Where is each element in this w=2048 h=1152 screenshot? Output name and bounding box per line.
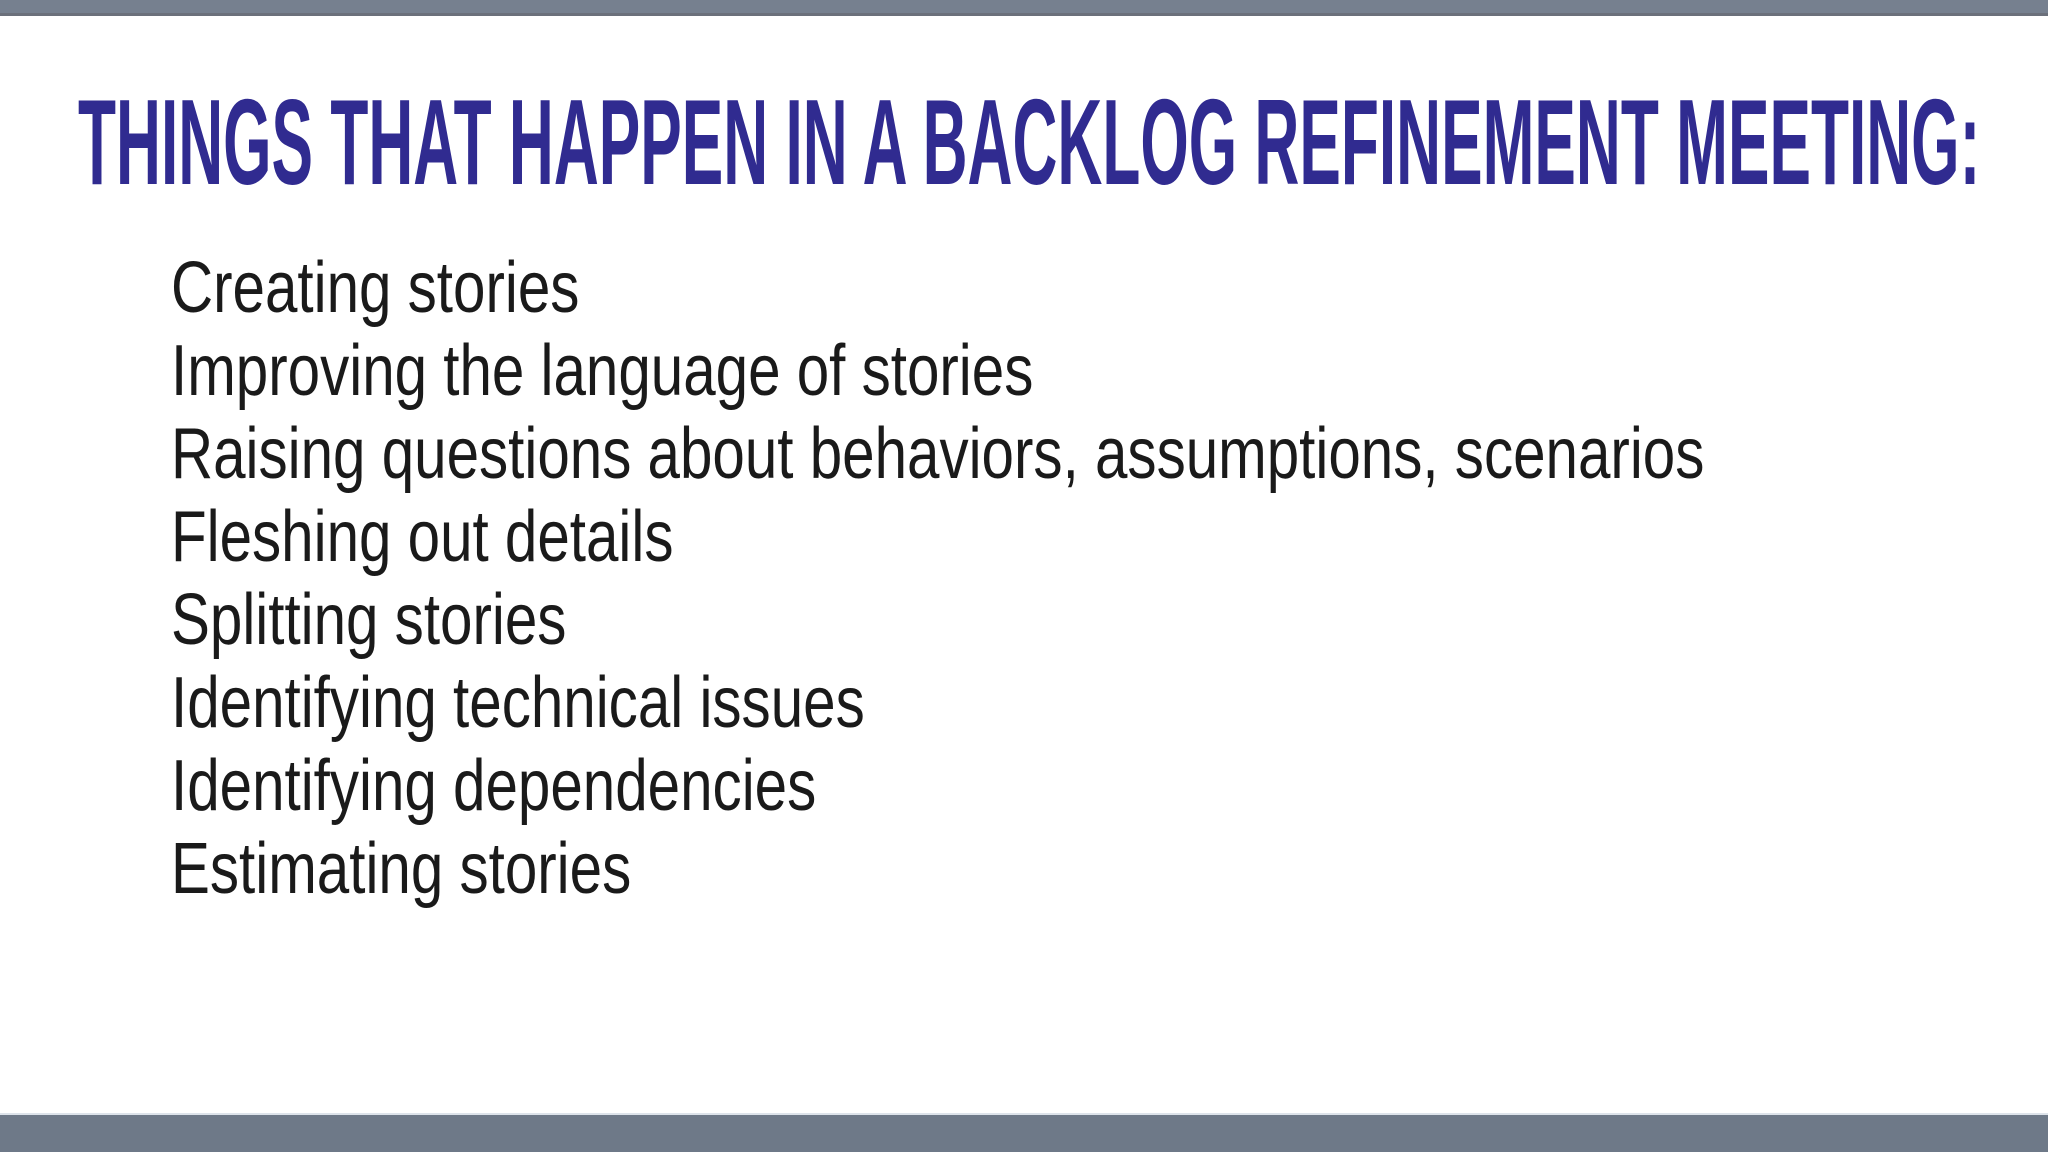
activity-list: Creating stories Improving the language … [171, 247, 2048, 911]
list-item-text: Identifying technical issues [171, 663, 865, 743]
list-item-text: Estimating stories [171, 829, 632, 909]
bottom-border-bar [0, 1113, 2048, 1152]
list-item: Raising questions about behaviors, assum… [171, 413, 2048, 496]
top-border-bar [0, 0, 2048, 16]
list-item: Identifying dependencies [171, 745, 2048, 828]
list-item-text: Identifying dependencies [171, 746, 817, 826]
slide-title-text: THINGS THAT HAPPEN IN A BACKLOG REFINEME… [78, 74, 1981, 210]
slide-title: THINGS THAT HAPPEN IN A BACKLOG REFINEME… [78, 72, 2048, 212]
list-item-text: Improving the language of stories [171, 331, 1034, 411]
list-item: Improving the language of stories [171, 330, 2048, 413]
list-item-text: Splitting stories [171, 580, 567, 660]
list-item: Splitting stories [171, 579, 2048, 662]
list-item-text: Raising questions about behaviors, assum… [171, 414, 1705, 494]
list-item: Estimating stories [171, 828, 2048, 911]
list-item: Identifying technical issues [171, 662, 2048, 745]
list-item-text: Fleshing out details [171, 497, 674, 577]
list-item: Creating stories [171, 247, 2048, 330]
list-item-text: Creating stories [171, 248, 580, 328]
list-item: Fleshing out details [171, 496, 2048, 579]
